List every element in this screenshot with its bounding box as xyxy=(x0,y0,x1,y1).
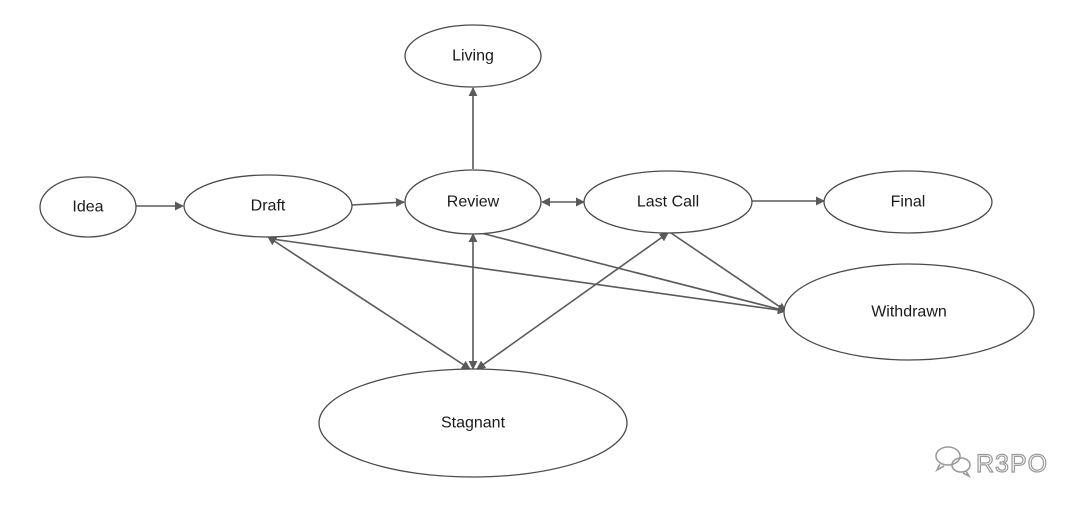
edge-draft-to-stagnant xyxy=(267,236,471,370)
watermark: R3PO xyxy=(935,446,1048,479)
edge-draft-to-review xyxy=(351,197,405,207)
node-last-call-label: Last Call xyxy=(637,194,699,211)
node-review: Review xyxy=(404,169,542,235)
edge-draft-to-withdrawn xyxy=(271,238,787,315)
edges xyxy=(136,87,825,370)
watermark-text: R3PO xyxy=(976,450,1048,478)
node-idea-label: Idea xyxy=(72,199,103,216)
node-living-label: Living xyxy=(452,48,494,65)
node-stagnant: Stagnant xyxy=(318,368,628,478)
node-stagnant-label: Stagnant xyxy=(441,415,506,432)
edge-review-to-withdrawn xyxy=(480,232,787,314)
node-withdrawn-label: Withdrawn xyxy=(871,304,947,321)
node-living: Living xyxy=(404,24,542,88)
node-last-call: Last Call xyxy=(583,170,753,234)
node-withdrawn: Withdrawn xyxy=(783,263,1035,361)
node-final: Final xyxy=(823,170,993,234)
node-review-label: Review xyxy=(447,194,500,211)
node-idea: Idea xyxy=(39,176,137,238)
wechat-icon xyxy=(935,446,972,478)
node-draft-label: Draft xyxy=(251,198,286,215)
edge-last-call-to-stagnant xyxy=(476,232,669,370)
node-draft: Draft xyxy=(183,174,353,238)
nodes: Idea Draft Review Living Last Call Final… xyxy=(39,24,1035,478)
edge-last-call-to-withdrawn xyxy=(670,232,787,312)
node-final-label: Final xyxy=(891,194,926,211)
